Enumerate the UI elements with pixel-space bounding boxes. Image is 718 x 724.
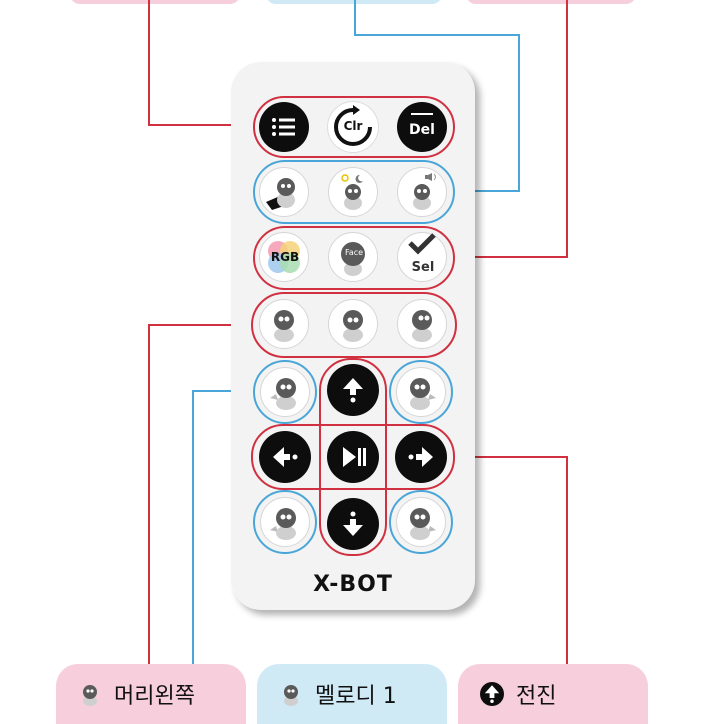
wire-head-left (148, 324, 254, 666)
menu-list-icon (272, 118, 295, 136)
rgb-label: RGB (270, 250, 300, 264)
group-row4 (251, 292, 457, 358)
wire-row2-a (354, 0, 520, 36)
callout-forward: 전진 (458, 664, 648, 724)
right-arrow-icon (408, 447, 433, 467)
robot-head-button-1[interactable] (259, 299, 309, 349)
face-button[interactable]: Face (328, 232, 378, 282)
callout-melody: 멜로디 1 (257, 664, 447, 724)
select-label: Sel (411, 260, 435, 275)
play-pause-button[interactable] (327, 431, 379, 483)
face-label: Face (344, 248, 364, 257)
robot-head-icon (343, 310, 363, 342)
face-robot-icon (341, 242, 365, 276)
robot-head-button-2[interactable] (328, 299, 378, 349)
robot-head-button-3[interactable] (397, 299, 447, 349)
delete-label: Del (409, 122, 435, 138)
robot-head-icon (412, 310, 432, 342)
select-check-icon (408, 233, 436, 255)
clear-rotate-icon (334, 105, 372, 146)
robot-head-icon (410, 378, 436, 410)
delete-icon (411, 113, 433, 115)
rgb-button[interactable]: RGB (259, 232, 309, 282)
remote-control: Clr Del (231, 62, 475, 610)
up-button[interactable] (327, 364, 379, 416)
up-arrow-icon (480, 682, 504, 706)
group-dpad-horizontal (251, 424, 455, 490)
robot-head-icon (78, 682, 102, 706)
callout-head-left: 머리왼쪽 (56, 664, 246, 724)
robot-head-icon (279, 682, 303, 706)
group-row1 (253, 96, 455, 158)
melody-1-button[interactable] (260, 367, 310, 417)
left-arrow-icon (273, 447, 298, 467)
melody-2-button[interactable] (396, 367, 446, 417)
left-button[interactable] (259, 431, 311, 483)
sound-button[interactable] (397, 167, 447, 217)
clear-label: Clr (343, 119, 363, 133)
delete-button[interactable]: Del (397, 102, 447, 152)
play-pause-icon (343, 447, 366, 467)
robot-head-icon (270, 378, 296, 410)
top-tab-right (466, 0, 636, 4)
down-arrow-icon (343, 511, 363, 536)
group-melody-right-bottom (389, 490, 453, 554)
day-night-robot-icon (341, 174, 363, 210)
menu-button[interactable] (259, 102, 309, 152)
right-button[interactable] (395, 431, 447, 483)
clear-button[interactable]: Clr (328, 102, 378, 152)
head-nod-button[interactable] (259, 167, 309, 217)
group-row3 (253, 226, 455, 290)
melody-3-button[interactable] (260, 497, 310, 547)
top-tab-left (70, 0, 240, 4)
brand-logo: X-BOT (313, 572, 393, 597)
down-button[interactable] (327, 498, 379, 550)
melody-4-button[interactable] (396, 497, 446, 547)
group-dpad-vertical (319, 358, 387, 556)
robot-head-icon (266, 178, 295, 210)
callout-head-left-label: 머리왼쪽 (114, 684, 195, 709)
callout-melody-label: 멜로디 1 (315, 684, 397, 709)
group-row2 (253, 160, 455, 224)
rgb-color-icon (268, 241, 300, 273)
wire-row3 (454, 0, 568, 258)
wire-forward (452, 456, 568, 666)
robot-head-icon (410, 508, 436, 540)
wire-row1 (148, 0, 254, 126)
group-melody-left-bottom (253, 490, 317, 554)
callout-forward-label: 전진 (516, 684, 557, 709)
speaker-robot-icon (413, 173, 436, 210)
wire-row2-b (454, 34, 520, 192)
robot-head-icon (270, 508, 296, 540)
select-button[interactable]: Sel (397, 232, 447, 282)
wire-melody (192, 390, 256, 666)
group-melody-right (389, 360, 453, 424)
robot-head-icon (274, 310, 294, 342)
group-melody-left (253, 360, 317, 424)
sleep-mode-button[interactable] (328, 167, 378, 217)
up-arrow-icon (343, 378, 363, 403)
